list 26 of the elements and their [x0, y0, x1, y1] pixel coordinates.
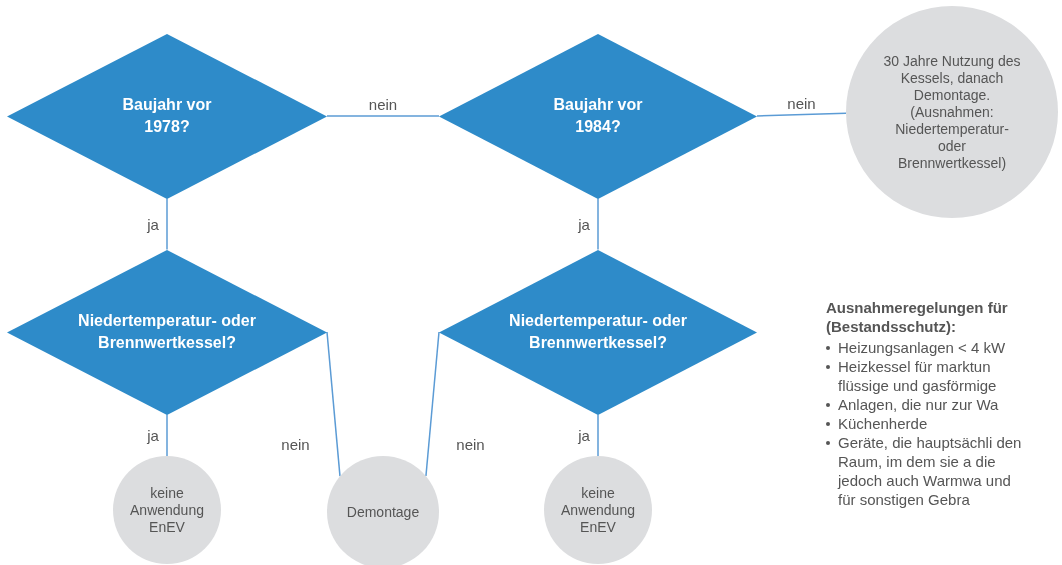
edge-label: ja [145, 427, 161, 443]
connector-line [326, 115, 440, 117]
connector-line [166, 413, 168, 457]
connector-line [597, 197, 599, 251]
exception-item: Heizkessel für marktun flüssige und gasförmige [838, 357, 998, 395]
connector-line [166, 197, 168, 251]
edge-label: nein [279, 436, 312, 452]
decision-text: Baujahr vor 1984? [552, 95, 644, 137]
connector-line [597, 413, 599, 457]
connector-line [425, 331, 440, 477]
exception-item: Anlagen, die nur zur Wa [838, 395, 1000, 414]
decision-text: Niedertemperatur- oder Brennwertkessel? [508, 311, 688, 353]
decision-text: Niedertemperatur- oder Brennwertkessel? [77, 311, 257, 353]
edge-label: ja [576, 216, 592, 232]
decision-text: Baujahr vor 1978? [121, 95, 213, 137]
edge-label: nein [785, 95, 818, 111]
edge-label: nein [454, 436, 487, 452]
connector-line [756, 112, 847, 117]
connector-line [326, 331, 341, 477]
exception-item: Geräte, die hauptsächli den Raum, im dem sie a die jedoch auch Warmwa und für sonstigen Gebra [838, 433, 1023, 509]
edge-label: nein [366, 96, 400, 112]
exception-item: Heizungsanlagen < 4 kW [838, 338, 1007, 357]
exception-item: Küchenherde [838, 414, 929, 433]
exceptions-heading: Ausnahmeregelungen für (Bestandsschutz): [826, 298, 1009, 336]
edge-label: ja [576, 427, 592, 443]
edge-label: ja [145, 216, 161, 232]
